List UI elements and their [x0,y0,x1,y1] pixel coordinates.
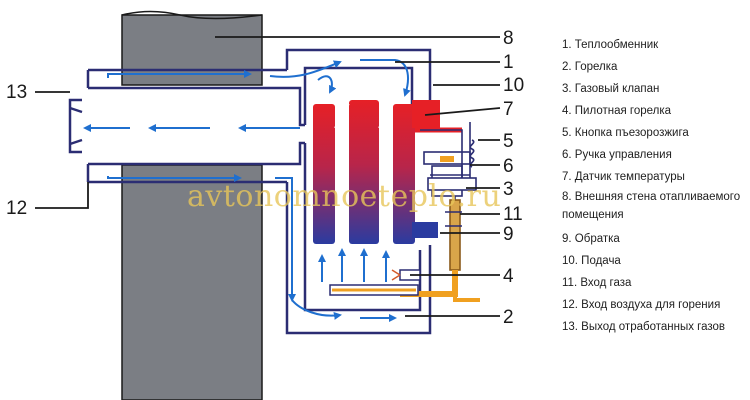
heat-exchanger [313,100,415,244]
leader-lines [35,36,501,317]
legend-item: 5. Кнопка пъезорозжига [562,127,689,139]
callout-9: 9 [503,224,514,245]
air-flow-arrows [83,59,411,322]
callout-11: 11 [503,204,523,225]
callout-numbers: 8 1 10 7 5 6 3 11 9 4 2 13 12 [6,28,524,328]
site-watermark: avtonomnoeteplo.ru [187,179,501,214]
legend-list: 1. Теплообменник 2. Горелка 3. Газовый к… [562,34,747,338]
callout-12: 12 [6,198,27,219]
legend-item: 10. Подача [562,255,621,267]
callout-6: 6 [503,156,514,177]
flue-flow-arrows [337,105,393,241]
legend-item: 8. Внешняя стена отапливаемого помещения [562,191,741,221]
callout-8: 8 [503,28,514,49]
legend-item: 11. Вход газа [562,277,632,289]
legend-item: 1. Теплообменник [562,39,659,51]
return-pipe [412,222,438,238]
supply-pipe [412,100,462,133]
callout-7: 7 [503,99,514,120]
callout-4: 4 [503,266,514,287]
legend-item: 7. Датчик температуры [562,171,685,183]
callout-13: 13 [6,82,27,103]
legend-item: 2. Горелка [562,61,618,73]
legend-item: 12. Вход воздуха для горения [562,299,721,311]
legend-item: 9. Обратка [562,233,620,245]
external-wall [121,10,263,400]
legend-item: 4. Пилотная горелка [562,105,672,117]
burner [329,284,419,296]
legend-item: 3. Газовый клапан [562,83,660,95]
legend-item: 6. Ручка управления [562,149,672,161]
callout-10: 10 [503,75,524,96]
legend-item: 13. Выход отработанных газов [562,321,726,333]
callout-1: 1 [503,52,514,73]
callout-5: 5 [503,131,514,152]
coaxial-flue [68,68,305,184]
callout-3: 3 [503,179,514,200]
callout-2: 2 [503,307,514,328]
